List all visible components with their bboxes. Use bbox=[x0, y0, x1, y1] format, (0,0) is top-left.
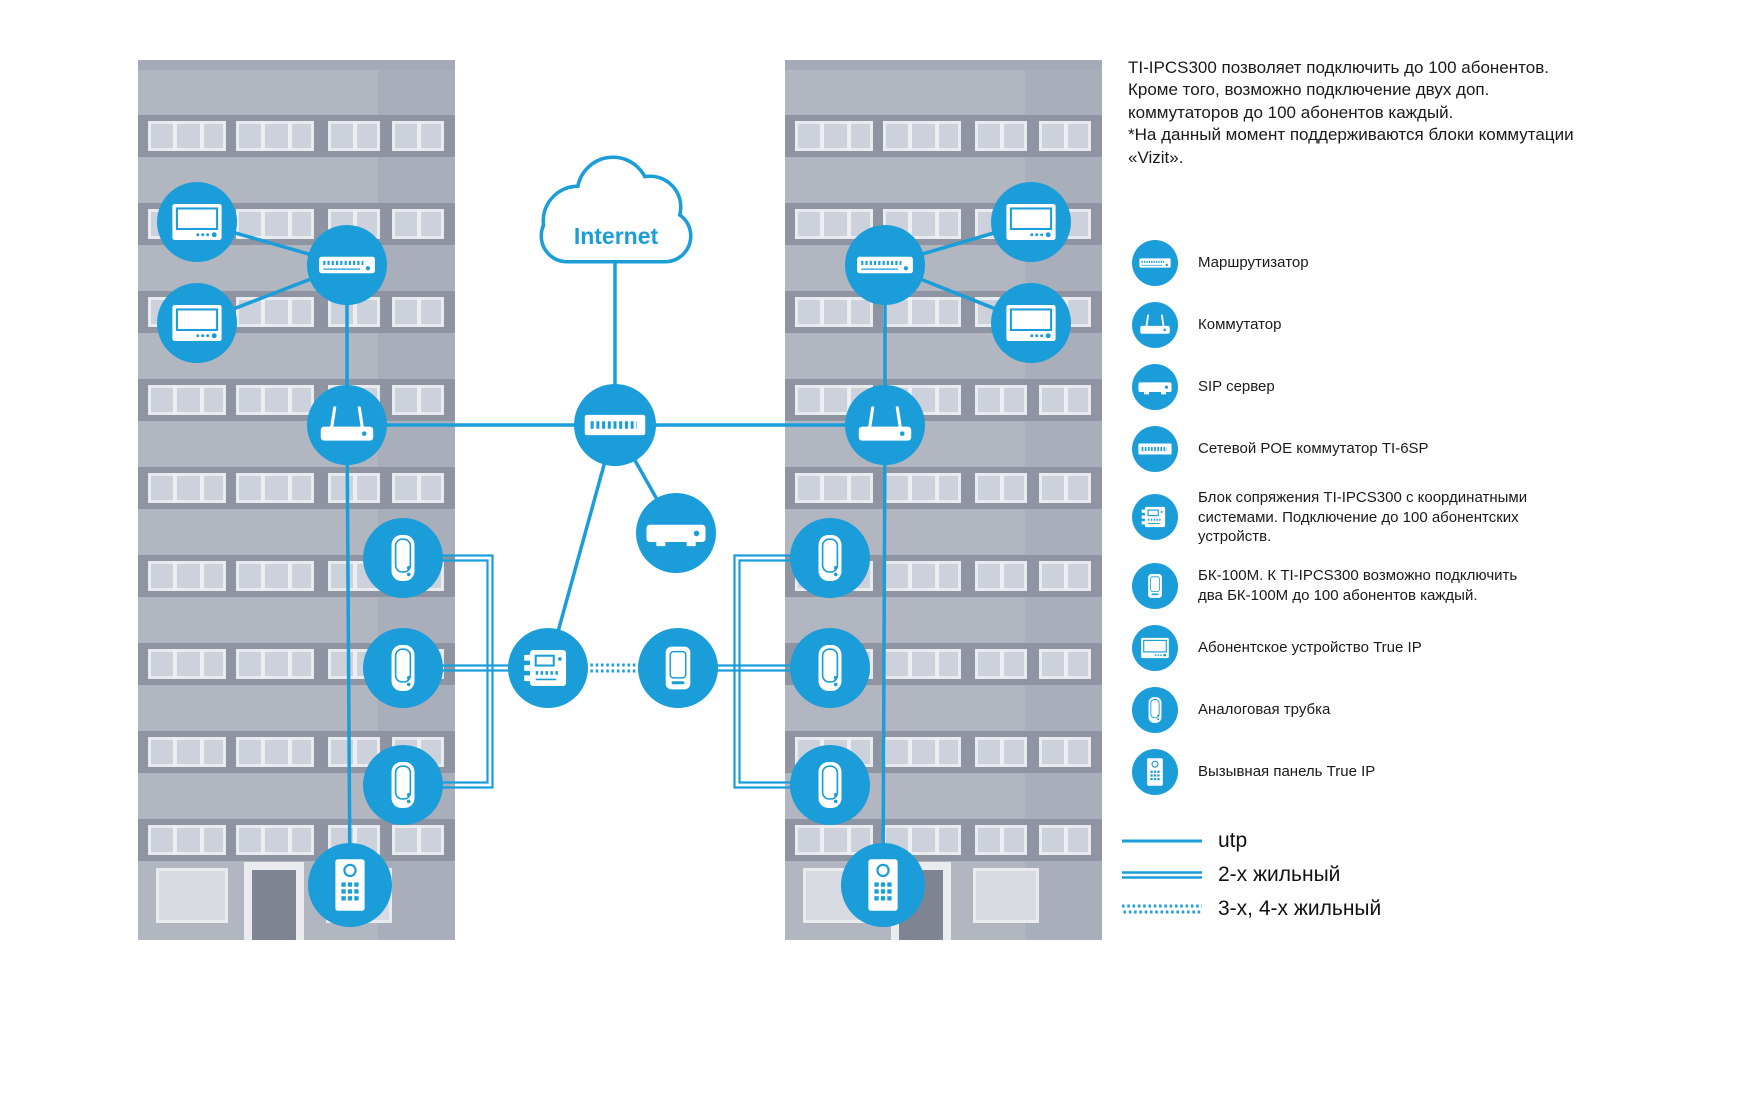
line-legend-label: utp bbox=[1218, 828, 1248, 852]
two-wire-line-sample bbox=[1122, 870, 1202, 879]
legend-label: Абонентское устройство True IP bbox=[1198, 638, 1422, 656]
legend-item-call-panel: Вызывная панель True IP bbox=[1132, 748, 1562, 795]
two-wire-lines bbox=[403, 554, 830, 789]
node-call-panel-left bbox=[308, 843, 392, 927]
line-legend-label: 2-х жильный bbox=[1218, 862, 1341, 886]
line-legend-3-4-wire: 3-х, 4-х жильный bbox=[1122, 896, 1381, 921]
node-router-left bbox=[307, 225, 387, 305]
node-handset-right-1 bbox=[790, 518, 870, 598]
call-panel-icon bbox=[1132, 748, 1178, 795]
node-switch-right bbox=[845, 385, 925, 465]
node-handset-left-3 bbox=[363, 745, 443, 825]
legend-label: Аналоговая трубка bbox=[1198, 700, 1331, 718]
switch-icon bbox=[1132, 302, 1178, 348]
description-text: TI-IPCS300 позволяет подключить до 100 а… bbox=[1128, 58, 1574, 167]
poe-switch-icon bbox=[1132, 426, 1178, 472]
node-monitor-right-2 bbox=[991, 283, 1071, 363]
node-poe-switch bbox=[574, 384, 656, 466]
node-switch-left bbox=[307, 385, 387, 465]
legend-label: SIP сервер bbox=[1198, 378, 1275, 396]
legend-item-bk100m: БК-100М. К TI-IPCS300 возможно подключит… bbox=[1132, 562, 1562, 609]
line-legend: utp 2-х жильный 3-х, 4-х жильный bbox=[1122, 828, 1381, 930]
legend-label: Коммутатор bbox=[1198, 316, 1282, 334]
node-handset-left-2 bbox=[363, 628, 443, 708]
legend-item-monitor: Абонентское устройство True IP bbox=[1132, 624, 1562, 671]
legend-label: Сетевой POE коммутатор TI-6SP bbox=[1198, 440, 1429, 458]
node-bk100m bbox=[638, 628, 718, 708]
legend-label: БК-100М. К TI-IPCS300 возможно подключит… bbox=[1198, 567, 1518, 604]
three-four-wire-line-sample bbox=[1122, 904, 1202, 913]
line-legend-label: 3-х, 4-х жильный bbox=[1218, 896, 1382, 920]
monitor-icon bbox=[1132, 624, 1178, 671]
node-call-panel-right bbox=[841, 843, 925, 927]
handset-icon bbox=[1132, 686, 1178, 733]
network-diagram: Internet bbox=[0, 0, 1120, 1114]
legend-item-poe-switch: Сетевой POE коммутатор TI-6SP bbox=[1132, 426, 1562, 472]
node-monitor-right-1 bbox=[991, 182, 1071, 262]
device-legend: Маршрутизатор Коммутатор SIP сервер Сете… bbox=[1132, 240, 1562, 811]
node-ipcs300 bbox=[508, 628, 588, 708]
node-monitor-left-1 bbox=[157, 182, 237, 262]
legend-label: Блок сопряжения TI-IPCS300 с координатны… bbox=[1198, 489, 1528, 545]
router-icon bbox=[1132, 240, 1178, 286]
bk100m-icon bbox=[1132, 562, 1178, 609]
legend-item-sip-server: SIP сервер bbox=[1132, 364, 1562, 410]
line-legend-utp: utp bbox=[1122, 828, 1381, 853]
legend-label: Маршрутизатор bbox=[1198, 254, 1309, 272]
internet-cloud: Internet bbox=[539, 155, 693, 264]
legend-label: Вызывная панель True IP bbox=[1198, 762, 1376, 780]
node-router-right bbox=[845, 225, 925, 305]
ipcs300-block-icon bbox=[1132, 494, 1178, 541]
node-handset-right-3 bbox=[790, 745, 870, 825]
legend-item-switch: Коммутатор bbox=[1132, 302, 1562, 348]
node-monitor-left-2 bbox=[157, 283, 237, 363]
line-legend-2-wire: 2-х жильный bbox=[1122, 862, 1381, 887]
internet-label: Internet bbox=[574, 223, 659, 249]
node-sip-server bbox=[636, 493, 716, 573]
utp-line-sample bbox=[1122, 839, 1202, 842]
node-handset-right-2 bbox=[790, 628, 870, 708]
legend-item-ipcs300: Блок сопряжения TI-IPCS300 с координатны… bbox=[1132, 488, 1562, 547]
legend-item-handset: Аналоговая трубка bbox=[1132, 686, 1562, 733]
sip-server-icon bbox=[1132, 364, 1178, 410]
legend-item-router: Маршрутизатор bbox=[1132, 240, 1562, 286]
node-handset-left-1 bbox=[363, 518, 443, 598]
